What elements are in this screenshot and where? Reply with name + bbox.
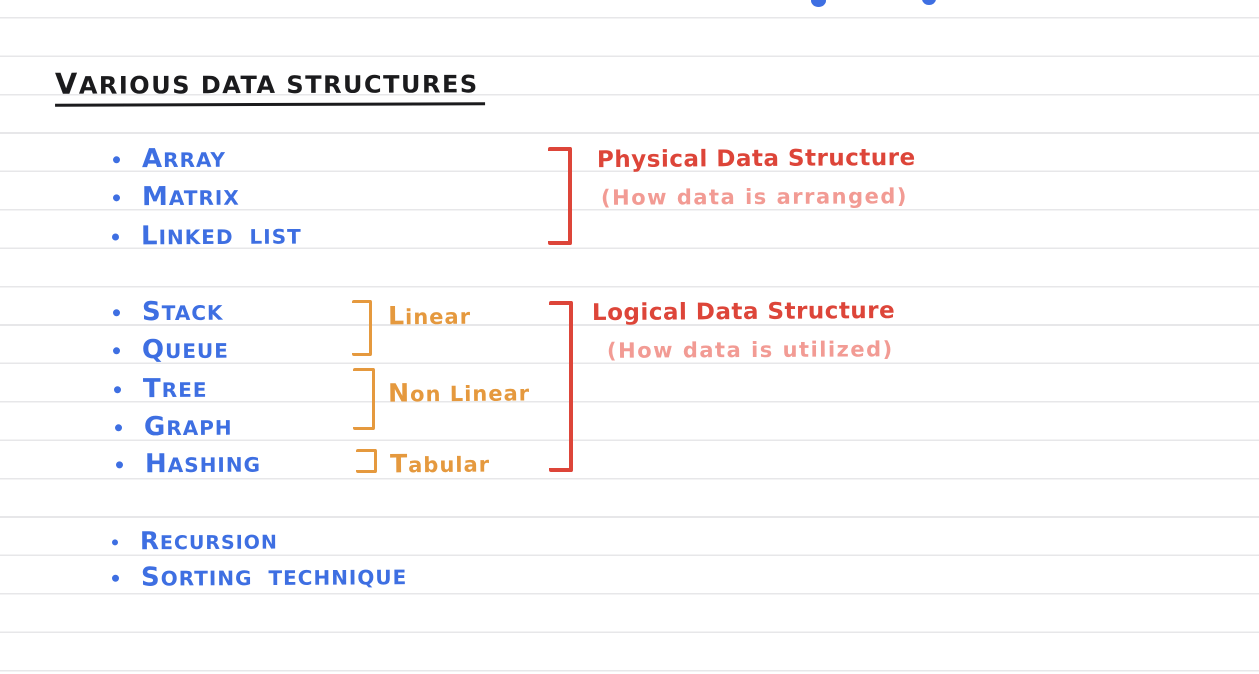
list-item-label: ARRAY [141, 144, 227, 175]
bullet-icon [111, 233, 120, 241]
logical-heading: Logical Data Structure [591, 297, 896, 327]
logical-subheading: (How data is utilized) [606, 337, 894, 363]
bullet-icon [112, 309, 121, 317]
list-item-tree: TREE [113, 373, 208, 405]
linear-bracket [352, 300, 372, 356]
logical-group-bracket [549, 301, 573, 472]
tabular-bracket [356, 449, 377, 473]
list-item-queue: QUEUE [112, 335, 229, 366]
linear-label: Linear [387, 301, 472, 331]
list-item-label: GRAPH [143, 412, 233, 443]
bullet-icon [114, 424, 123, 432]
stroke-fragment-icon [922, 0, 936, 5]
page-title: VARIOUS DATA STRUCTURES [54, 65, 485, 107]
list-item-label: RECURSION [139, 526, 278, 556]
list-item-label: LINKED LIST [140, 221, 302, 252]
non-linear-bracket [353, 368, 375, 430]
physical-subheading: (How data is arranged) [600, 184, 909, 210]
list-item-label: HASHING [144, 449, 262, 480]
physical-group-bracket [548, 147, 572, 245]
list-item-linked-list: LINKED LIST [111, 221, 302, 252]
list-item-label: SORTING TECHNIQUE [140, 562, 408, 593]
list-item-sorting-technique: SORTING TECHNIQUE [111, 562, 408, 593]
non-linear-label: Non Linear [387, 378, 531, 408]
bullet-icon [112, 194, 121, 202]
list-item-array: ARRAY [112, 144, 227, 175]
bullet-icon [111, 539, 119, 546]
list-item-matrix: MATRIX [112, 182, 240, 213]
bullet-icon [111, 574, 120, 582]
list-item-recursion: RECURSION [111, 526, 278, 557]
bullet-icon [115, 461, 124, 469]
list-item-label: TREE [142, 373, 208, 405]
list-item-label: STACK [141, 297, 224, 328]
list-item-hashing: HASHING [115, 449, 262, 480]
stroke-fragment-icon [811, 0, 826, 7]
list-item-stack: STACK [112, 297, 224, 328]
list-item-label: QUEUE [141, 335, 229, 366]
physical-heading: Physical Data Structure [596, 144, 916, 174]
bullet-icon [113, 386, 122, 394]
tabular-label: Tabular [389, 449, 491, 479]
bullet-icon [112, 156, 121, 164]
list-item-graph: GRAPH [114, 412, 233, 443]
list-item-label: MATRIX [141, 182, 240, 213]
bullet-icon [112, 347, 121, 355]
